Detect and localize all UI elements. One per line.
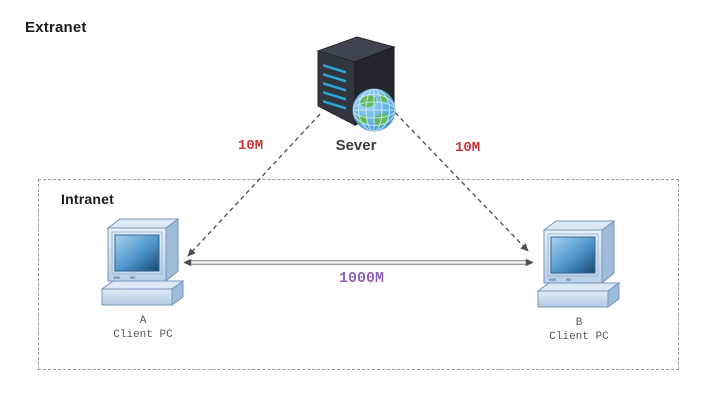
server-bay-lights <box>323 64 346 110</box>
intranet-zone: Intranet <box>38 179 679 370</box>
client-pc-icon <box>536 220 621 308</box>
globe-icon <box>352 88 396 132</box>
server-icon <box>316 36 396 132</box>
client-id-b: B <box>575 317 583 329</box>
wan-speed-label-right: 10M <box>455 140 481 156</box>
client-node-b: B Client PC <box>536 218 622 345</box>
link-server-to-a <box>187 113 321 257</box>
wan-speed-label-left: 10M <box>238 138 264 154</box>
lan-speed-label: 1000M <box>339 270 385 287</box>
server-label: Sever <box>335 137 377 154</box>
client-pc-icon <box>100 218 185 306</box>
client-label-b: Client PC <box>549 330 609 343</box>
link-server-to-b <box>383 100 529 252</box>
client-id-a: A <box>139 315 147 327</box>
client-node-a: A Client PC <box>100 216 186 343</box>
intranet-label: Intranet <box>61 191 114 207</box>
server-node: Sever <box>310 34 402 154</box>
extranet-label: Extranet <box>25 19 87 36</box>
client-label-a: Client PC <box>113 328 173 341</box>
